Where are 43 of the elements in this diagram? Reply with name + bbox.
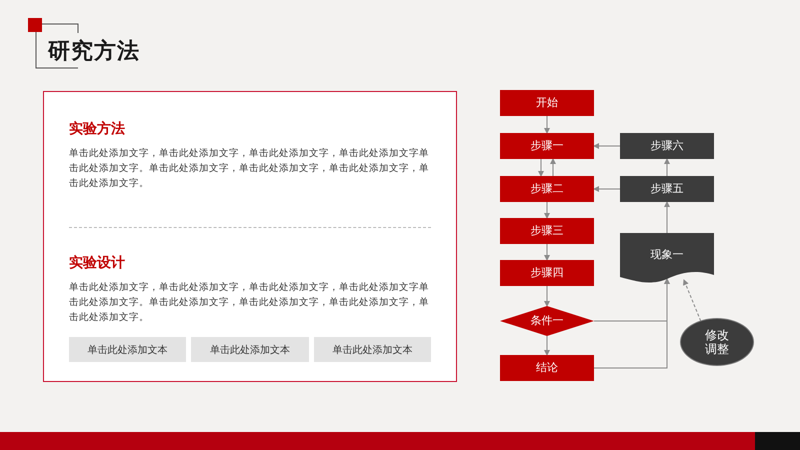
connector-arrow <box>594 278 670 368</box>
process-box <box>500 260 594 286</box>
connector-arrow <box>593 186 620 192</box>
process-box <box>620 133 714 159</box>
body-paragraph: 单击此处添加文字，单击此处添加文字，单击此处添加文字，单击此处添加文字单击此处添加文字。单击此处添加文字，单击此处添加文字，单击此处添加文字，单击此处添加文字。 <box>69 147 430 191</box>
node-label: 步骤六 <box>650 139 684 153</box>
connector-arrow <box>683 279 702 322</box>
process-box <box>500 355 594 381</box>
connector-arrow <box>664 201 670 234</box>
process-box <box>500 218 594 244</box>
process-box <box>500 133 594 159</box>
connector-arrow <box>544 202 550 219</box>
connector-arrow <box>664 158 670 176</box>
connector-arrow <box>544 244 550 261</box>
connector-arrow <box>550 158 556 176</box>
node-label: 步骤一 <box>530 139 564 153</box>
node-label: 步骤四 <box>530 266 564 280</box>
connector-arrow <box>538 158 544 177</box>
node-label: 步骤五 <box>650 182 684 196</box>
connector-arrow <box>544 116 550 134</box>
document-shape <box>620 233 714 283</box>
node-label: 步骤三 <box>530 224 564 238</box>
text-box: 单击此处添加文本 <box>191 337 309 362</box>
node-label: 条件一 <box>530 314 564 328</box>
node-label: 现象一 <box>650 248 684 262</box>
process-box <box>500 176 594 202</box>
process-box <box>500 90 594 116</box>
decision-diamond <box>500 306 594 336</box>
connector-arrow <box>544 286 550 307</box>
section-heading: 实验方法 <box>69 120 126 138</box>
process-box <box>620 176 714 202</box>
text-box: 单击此处添加文本 <box>314 337 431 362</box>
node-label: 步骤二 <box>530 182 564 196</box>
node-label: 开始 <box>536 96 558 110</box>
body-paragraph: 单击此处添加文字，单击此处添加文字，单击此处添加文字，单击此处添加文字单击此处添加文字。单击此处添加文字，单击此处添加文字，单击此处添加文字，单击此处添加文字。 <box>69 281 430 325</box>
connector-arrow <box>593 143 620 149</box>
page-title: 研究方法 <box>48 38 140 66</box>
connector-arrow <box>544 336 550 356</box>
node-label: 修改调整 <box>704 328 730 356</box>
section-heading: 实验设计 <box>69 254 126 272</box>
node-label: 结论 <box>536 361 558 375</box>
text-box: 单击此处添加文本 <box>69 337 186 362</box>
content-card <box>43 91 457 382</box>
